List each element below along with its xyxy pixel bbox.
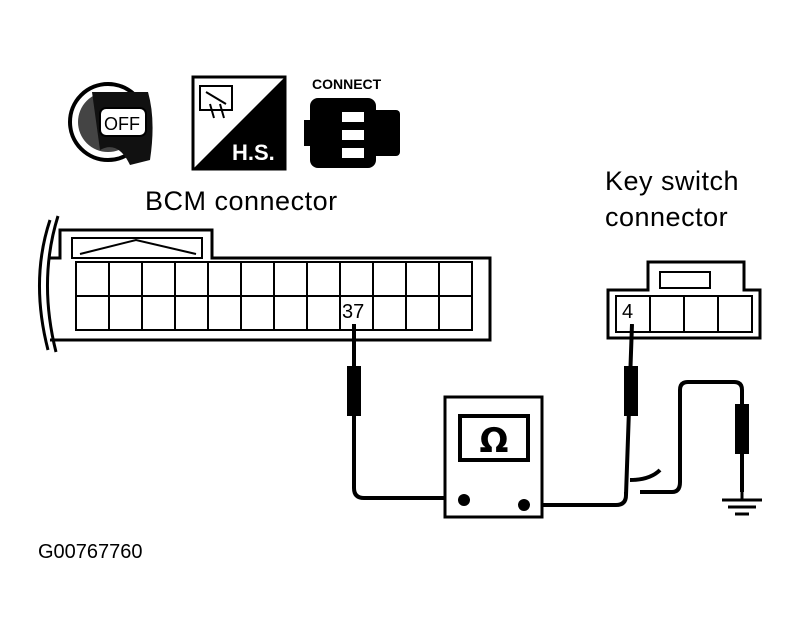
ground-probe — [735, 404, 749, 454]
key-switch-probe — [624, 366, 638, 416]
bcm-pin-cavity — [75, 295, 110, 331]
key-switch-connector-label: Key switch connector — [605, 163, 739, 235]
ground-icon — [722, 492, 762, 516]
bcm-pin-cavity — [75, 261, 110, 297]
bcm-pin-cavity — [273, 295, 308, 331]
ignition-key-off-icon: OFF — [68, 82, 153, 165]
test-leads — [352, 323, 744, 507]
ohm-symbol: Ω — [480, 421, 509, 461]
ignition-off-text: OFF — [104, 114, 140, 134]
key-switch-pin-number: 4 — [622, 301, 634, 324]
bcm-pin-cavity — [108, 295, 143, 331]
bcm-pin-cavity — [405, 261, 440, 297]
bcm-pin-cavity — [372, 261, 407, 297]
ohmmeter-icon: Ω — [443, 395, 544, 519]
bcm-pin-cavity — [405, 295, 440, 331]
bcm-pin-cavity — [438, 261, 473, 297]
figure-code: G00767760 — [38, 541, 143, 563]
bcm-pin-cavity — [141, 295, 176, 331]
key-switch-label-line2: connector — [605, 202, 729, 232]
bcm-pin-cavity — [141, 261, 176, 297]
bcm-pin-number: 37 — [342, 301, 365, 324]
key-switch-label-line1: Key switch — [605, 166, 740, 196]
harness-side-icon: H.S. — [191, 75, 287, 171]
bcm-pin-cavity — [339, 261, 374, 297]
bcm-pin-cavity — [108, 261, 143, 297]
bcm-pin-cavity — [207, 261, 242, 297]
bcm-pin-cavity — [207, 295, 242, 331]
harness-side-text: H.S. — [232, 140, 275, 165]
bcm-pin-cavity — [240, 261, 275, 297]
connector-connect-icon — [304, 98, 400, 168]
connect-label: CONNECT — [312, 76, 382, 92]
bcm-pin-cavity — [306, 261, 341, 297]
bcm-pin-cavity — [372, 295, 407, 331]
bcm-pin-cavity — [306, 295, 341, 331]
bcm-connector — [38, 215, 492, 353]
bcm-pin-cavity — [438, 295, 473, 331]
bcm-probe — [347, 366, 361, 416]
key-switch-connector — [606, 260, 762, 340]
bcm-pin-cavity — [174, 261, 209, 297]
bcm-pin-cavity — [174, 295, 209, 331]
bcm-pin-cavity — [240, 295, 275, 331]
bcm-connector-label: BCM connector — [145, 186, 338, 216]
bcm-pin-grid — [75, 261, 473, 331]
bcm-pin-cavity — [273, 261, 308, 297]
